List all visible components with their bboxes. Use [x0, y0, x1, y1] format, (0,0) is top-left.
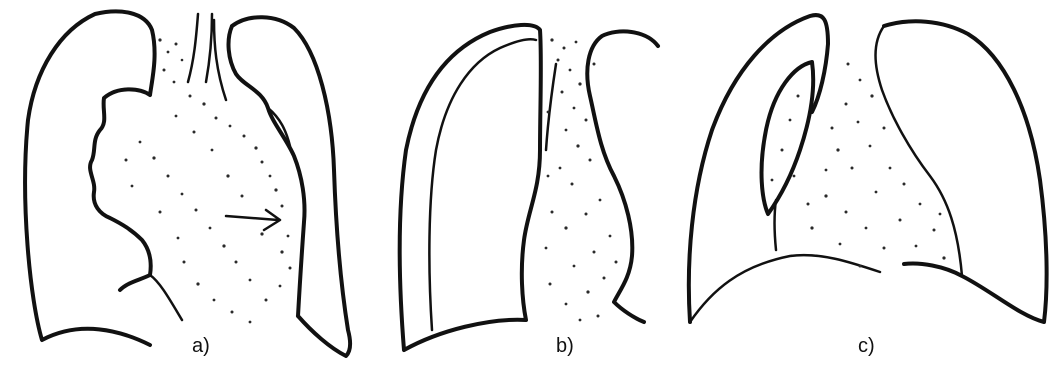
- arrow-right-icon: [226, 210, 280, 230]
- panel-a-left-lung-outline: [229, 17, 351, 356]
- panel-c-mediastinum-border: [775, 200, 777, 250]
- panel-b: b): [400, 25, 658, 357]
- panel-b-shading: [545, 38, 618, 321]
- panel-c: c): [689, 15, 1047, 357]
- panel-c-label: c): [858, 335, 875, 357]
- panel-b-right-lung-outline: [400, 25, 541, 350]
- panel-a-trachea: [188, 14, 226, 100]
- panel-b-left-lung-outline: [587, 31, 658, 322]
- panel-c-shading: [771, 63, 946, 268]
- panel-c-collapsed-lung: [762, 62, 814, 214]
- panel-a-shading: [125, 38, 292, 323]
- panel-a-mediastinum-border: [150, 108, 290, 320]
- panel-a-label: a): [192, 335, 210, 357]
- panel-c-left-lung-outline: [884, 21, 1047, 322]
- panel-b-mediastinum-border: [546, 64, 556, 150]
- panel-c-right-lung-outline: [689, 15, 828, 322]
- panel-c-left-lung-inner: [875, 26, 962, 276]
- panel-a: a): [25, 11, 350, 357]
- panel-a-right-lung-outline: [25, 11, 154, 345]
- panel-b-label: b): [556, 335, 574, 357]
- panel-c-right-diaphragm: [690, 255, 880, 322]
